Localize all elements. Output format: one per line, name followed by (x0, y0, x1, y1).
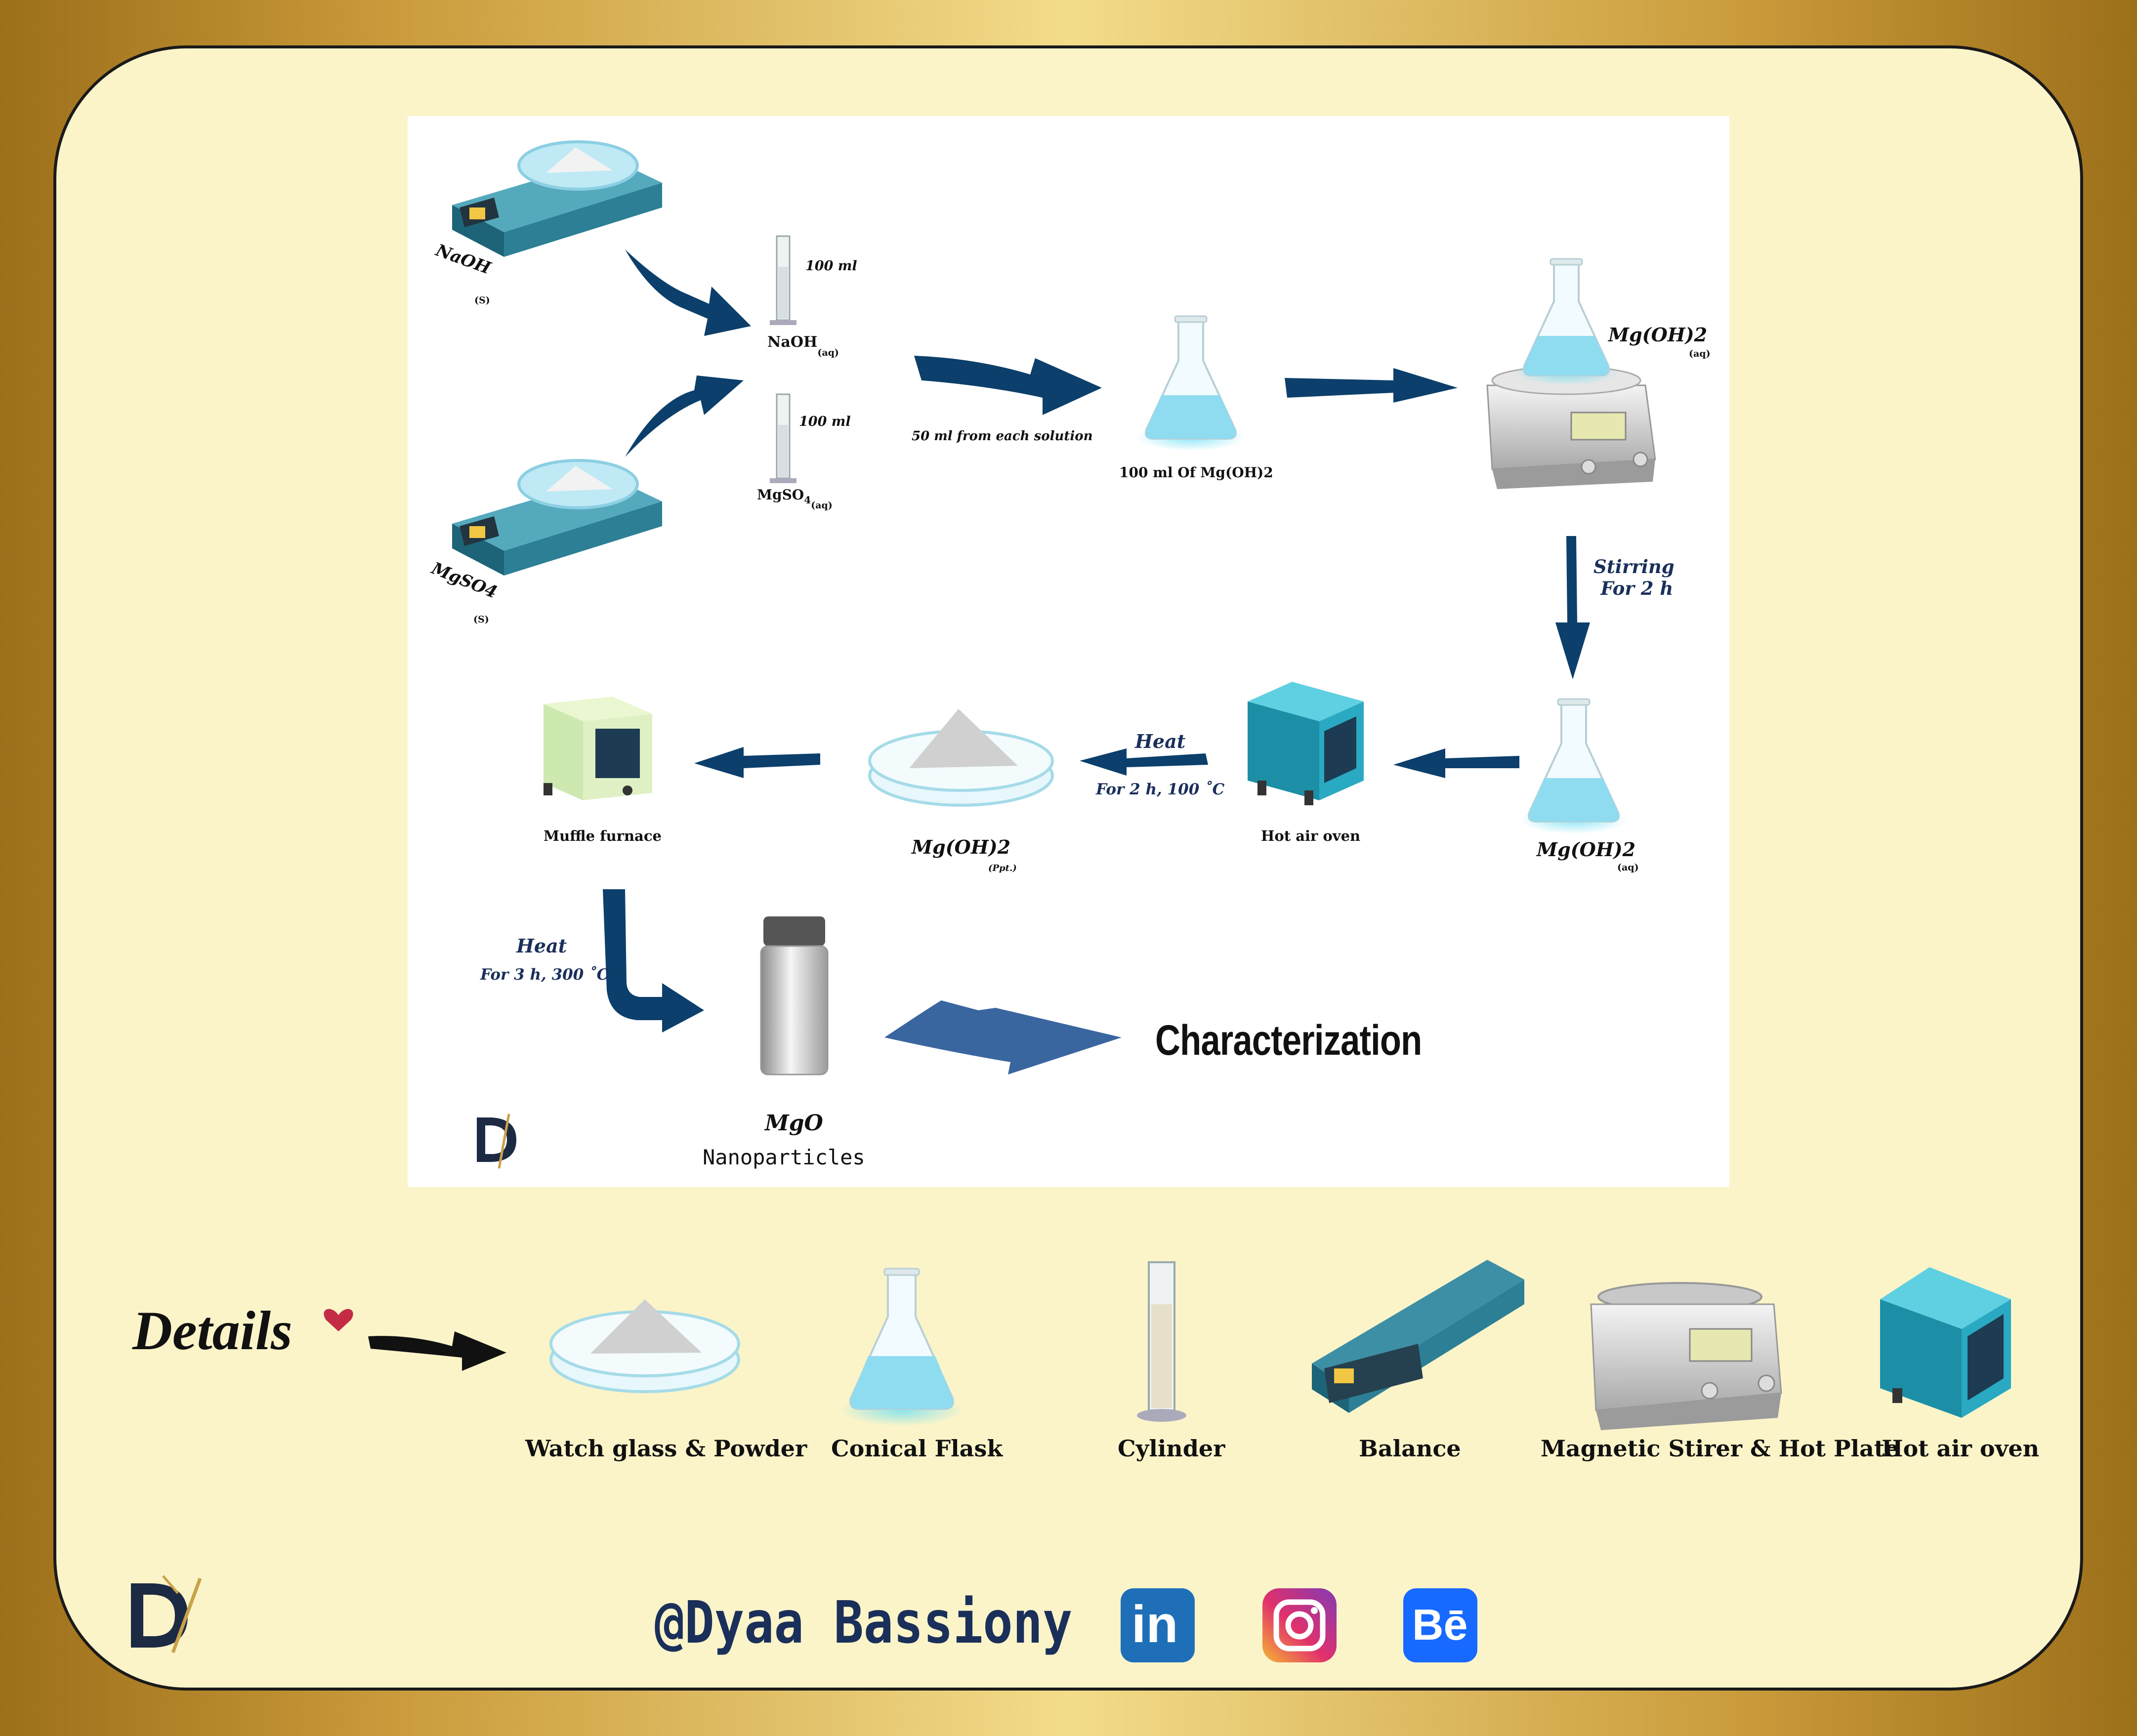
mgo-sublabel: Nanoparticles (703, 1145, 865, 1169)
cyl1-volume: 100 ml (805, 258, 857, 274)
conical-flask-icon (1136, 315, 1245, 451)
details-arrow (368, 1331, 506, 1371)
brand-logo-small (477, 1114, 516, 1169)
behance-text: Bē (1412, 1600, 1468, 1649)
balance1-state: (S) (474, 295, 490, 306)
magnetic-stirrer-icon (1486, 258, 1656, 489)
detail-label-hot-air-oven: Hot air oven (1882, 1435, 2040, 1462)
arrow-oven-to-watchglass (1080, 748, 1208, 776)
cyl1-label: NaOH(aq) (767, 333, 839, 358)
furnace-label: Muffle furnace (544, 827, 662, 844)
details-title: Details (132, 1300, 293, 1362)
mgo-label: MgO (765, 1111, 823, 1136)
arrow-flask-to-stirrer (1285, 368, 1458, 403)
hot-air-oven-icon (1248, 682, 1364, 805)
watch-glass-detail-icon (549, 1299, 740, 1393)
stirrer-label: Mg(OH)2 (1608, 324, 1708, 346)
balance2-state: (S) (473, 614, 489, 625)
arrow-vial-to-characterization (884, 1000, 1122, 1075)
detail-label-cylinder: Cylinder (1118, 1435, 1225, 1462)
vial-icon (760, 916, 829, 1075)
watch-glass-icon (868, 709, 1054, 807)
stirrer-state: (aq) (1689, 348, 1711, 359)
detail-label-conical-flask: Conical Flask (831, 1435, 1003, 1462)
watchglass-label: Mg(OH)2 (912, 836, 1011, 858)
cyl2-label: MgSO4(aq) (757, 487, 833, 511)
arrow-watchglass-to-furnace (694, 747, 820, 778)
heat1-detail: For 2 h, 100 ˚C (1096, 781, 1225, 798)
muffle-furnace-icon (544, 697, 652, 800)
instagram-dot (1311, 1607, 1318, 1614)
watchglass-state: (Ppt.) (988, 863, 1017, 873)
balance-icon (452, 140, 662, 257)
arrow-stirrer-to-flask2 (1555, 536, 1590, 679)
balance-detail-icon (1312, 1260, 1524, 1413)
flask2-label: Mg(OH)2 (1537, 838, 1636, 861)
heat2-title: Heat (516, 935, 567, 957)
linkedin-icon[interactable] (1121, 1588, 1195, 1662)
cylinder-icon (770, 235, 796, 325)
detail-label-watch-glass: Watch glass & Powder (525, 1435, 807, 1462)
characterization-label: Characterization (1155, 1017, 1422, 1064)
oven-label: Hot air oven (1261, 827, 1361, 844)
heat2-detail: For 3 h, 300 ˚C (480, 966, 609, 984)
cylinder-detail-icon (1137, 1261, 1186, 1422)
brand-logo (131, 1575, 202, 1653)
flask2-state: (aq) (1617, 862, 1639, 873)
cyl2-volume: 100 ml (799, 414, 851, 429)
process-arrows (603, 249, 1590, 1075)
behance-icon[interactable] (1403, 1588, 1477, 1662)
flask1-label: 100 ml Of Mg(OH)2 (1119, 464, 1273, 481)
detail-label-balance: Balance (1359, 1435, 1461, 1462)
heat1-title: Heat (1135, 730, 1186, 752)
arrow-balance2-to-cylinder (625, 375, 744, 457)
author-handle[interactable]: @Dyaa Bassiony (655, 1588, 1073, 1656)
conical-flask-icon (1519, 698, 1628, 834)
instagram-lens (1285, 1611, 1314, 1640)
cylinder-icon (770, 393, 796, 483)
heart-icon (324, 1309, 353, 1331)
arrow-balance1-to-cylinder (625, 249, 751, 336)
balance-icon (452, 459, 662, 576)
arrow-flask2-to-oven (1393, 748, 1519, 778)
instagram-glyph (1273, 1599, 1326, 1652)
arrow-furnace-to-vial (603, 889, 704, 1033)
conical-flask-detail-icon (840, 1268, 964, 1426)
arrow-mix-to-flask (914, 356, 1102, 415)
hot-air-oven-detail-icon (1880, 1267, 2011, 1418)
magnetic-stirrer-detail-icon (1590, 1282, 1782, 1430)
mix-label: 50 ml from each solution (912, 429, 1093, 444)
detail-label-magnetic-stirrer: Magnetic Stirer & Hot Plate (1541, 1435, 1899, 1462)
linkedin-text: in (1131, 1595, 1178, 1653)
